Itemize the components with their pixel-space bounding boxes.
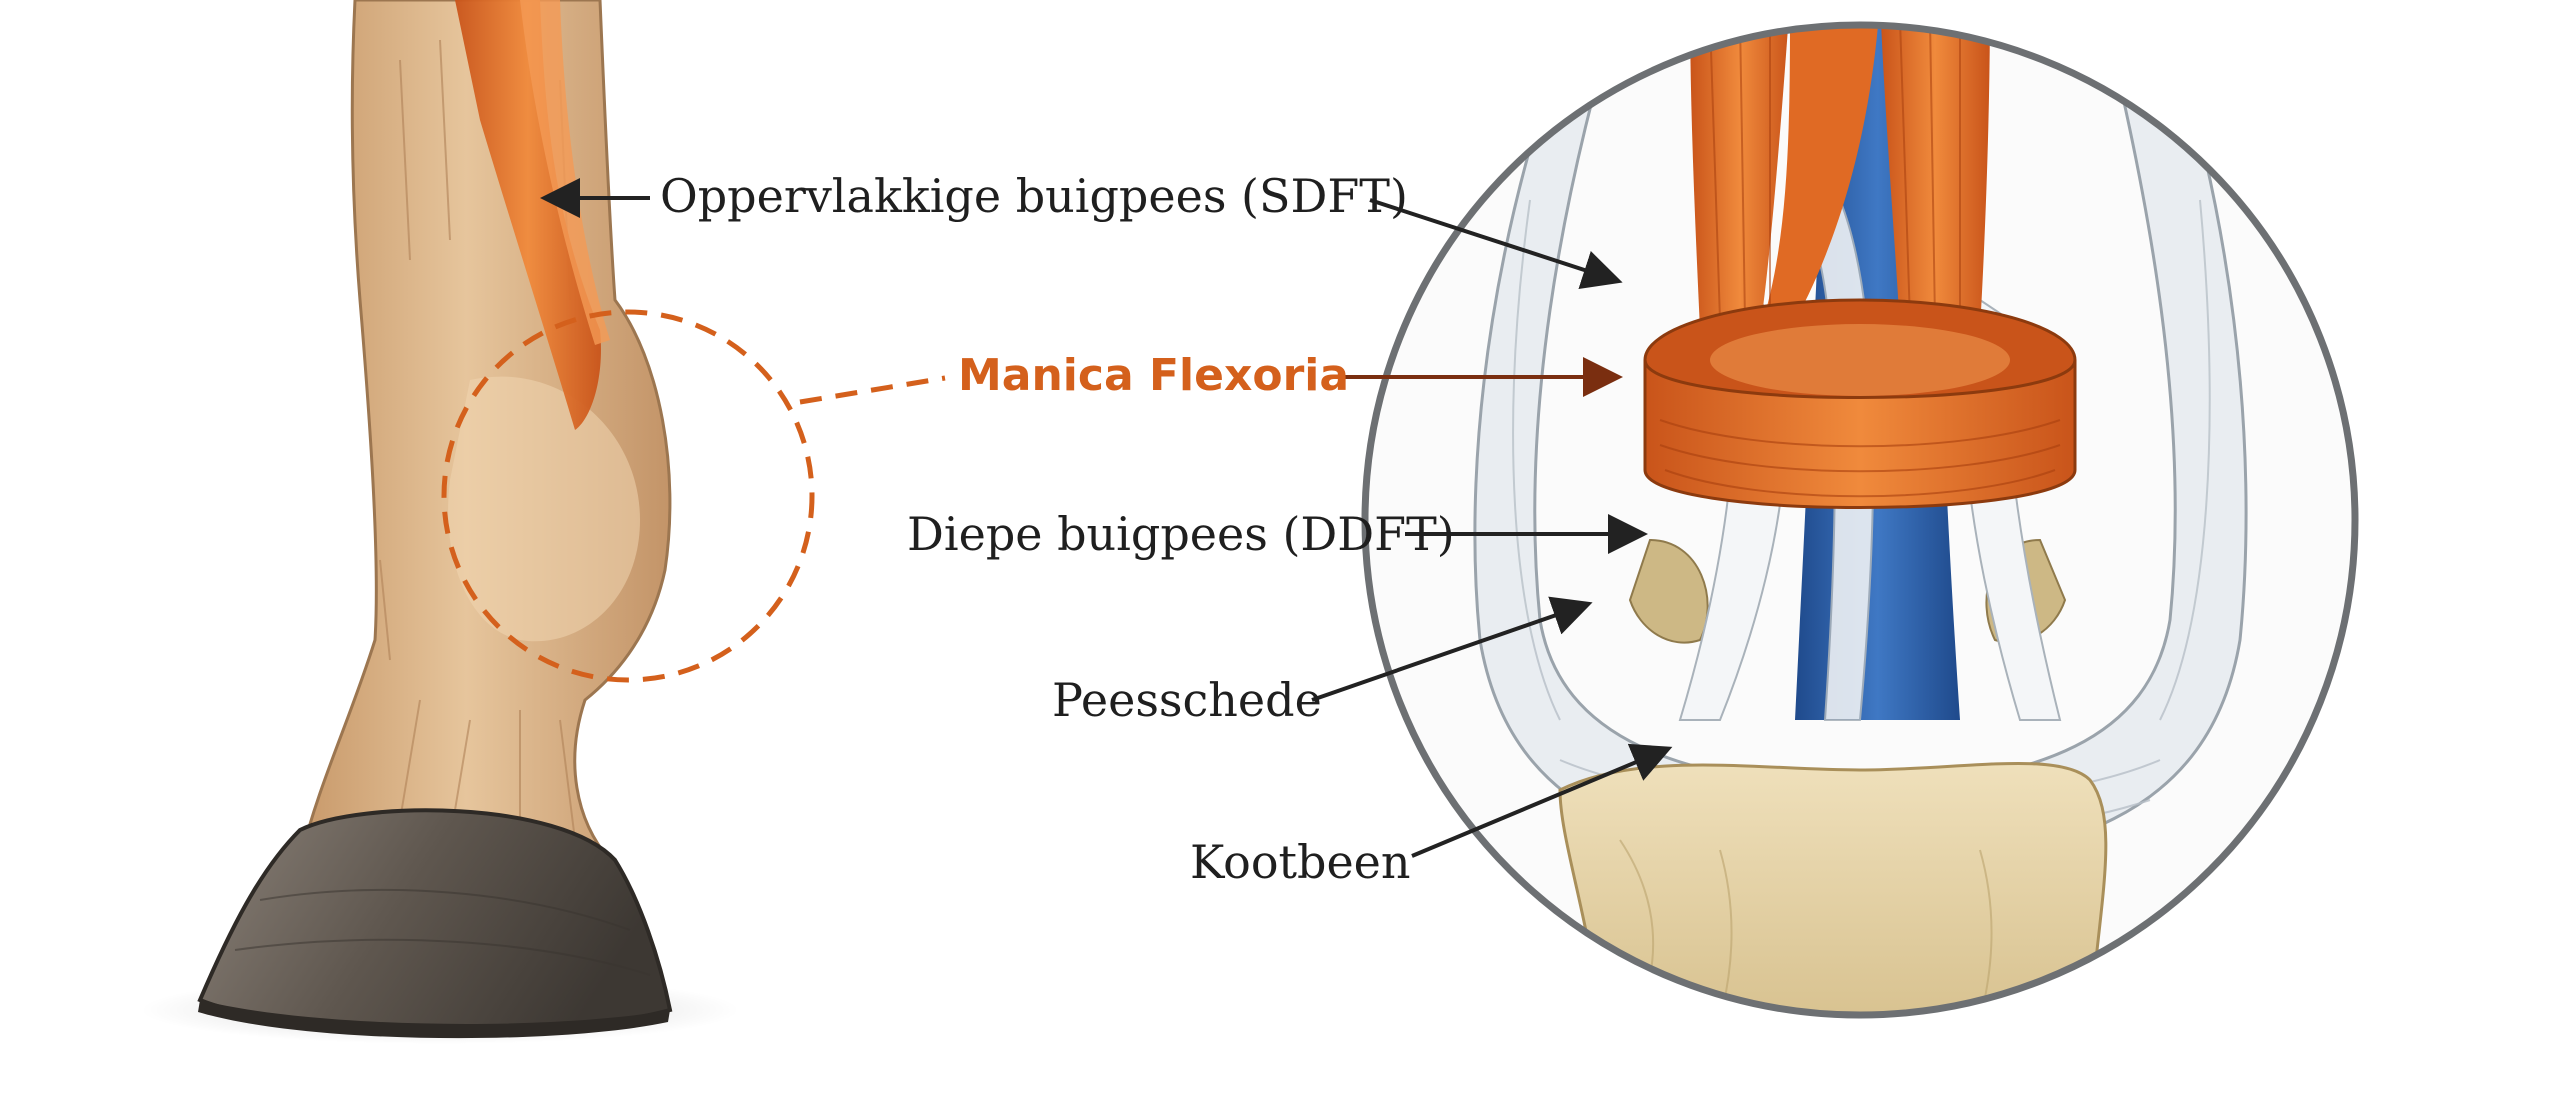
magnified-tendon-cross-section [1361, 21, 2359, 1019]
horse-leg-illustration [140, 0, 740, 1044]
label-manica-flexoria: Manica Flexoria [958, 350, 1350, 401]
sdft-zoom-arrow [1369, 198, 1623, 290]
label-peesschede: Peesschede [1052, 673, 1322, 727]
label-ddft: Diepe buigpees (DDFT) [907, 507, 1455, 561]
leader-lines [540, 178, 1673, 858]
peesschede-arrow [1311, 596, 1593, 702]
magnifier-ring [1361, 21, 2359, 1019]
focus-circle [441, 309, 815, 683]
focus-connector [799, 375, 946, 405]
kootbeen-arrow [1411, 743, 1673, 858]
label-kootbeen: Kootbeen [1190, 835, 1411, 889]
label-sdft: Oppervlakkige buigpees (SDFT) [660, 169, 1408, 223]
